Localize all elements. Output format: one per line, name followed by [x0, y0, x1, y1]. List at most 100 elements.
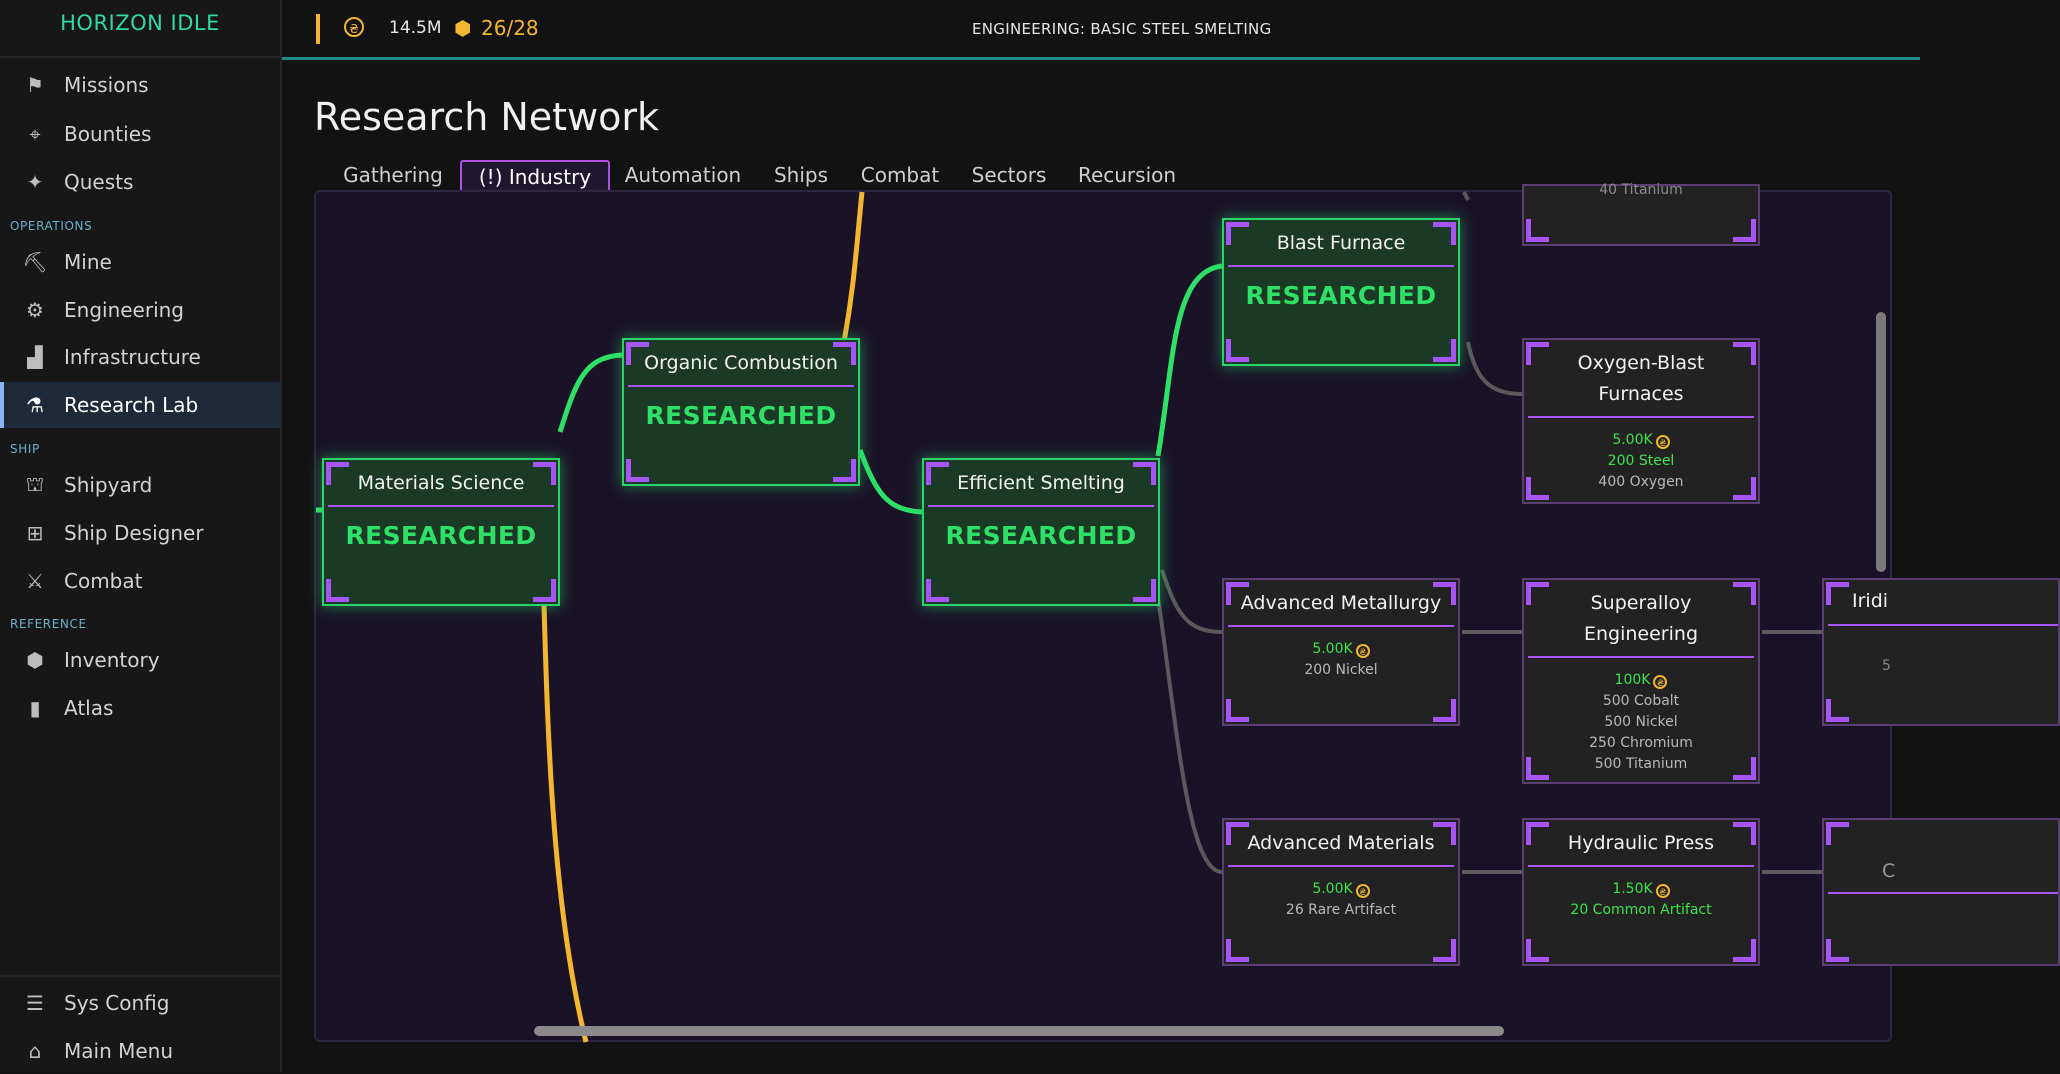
- header-bar: ₴ 14.5M ⬢ 26/28 ENGINEERING: BASIC STEEL…: [282, 0, 1920, 60]
- section-ship: SHIP: [10, 442, 40, 456]
- current-task-status: ENGINEERING: BASIC STEEL SMELTING: [972, 20, 1272, 38]
- section-reference: REFERENCE: [10, 617, 87, 631]
- connector-smelting-metallurgy: [1160, 569, 1223, 634]
- sidebar-item-engineering[interactable]: ⚙ Engineering: [0, 287, 280, 333]
- node-title: Advanced Metallurgy: [1228, 580, 1454, 627]
- requirement: 200 Steel: [1607, 453, 1675, 469]
- research-node-organic-combustion[interactable]: Organic Combustion RESEARCHED: [622, 338, 860, 486]
- sidebar-item-shipyard[interactable]: ⛫ Shipyard: [0, 462, 280, 508]
- credit-cost: 5.00K: [1312, 881, 1353, 897]
- node-status: RESEARCHED: [1245, 281, 1437, 310]
- credits-icon: ₴: [1655, 884, 1670, 898]
- sparkle-icon: ✦: [26, 170, 44, 194]
- requirement: 26 Rare Artifact: [1285, 902, 1397, 918]
- requirement: 400 Oxygen: [1598, 474, 1684, 490]
- tab-combat[interactable]: Combat: [860, 163, 940, 187]
- research-node-blast-furnace[interactable]: Blast Furnace RESEARCHED: [1222, 218, 1460, 366]
- requirement: 500 Cobalt: [1602, 693, 1680, 709]
- research-tree-panel[interactable]: 40 Titanium Materials Science RESEARCHED…: [314, 182, 2060, 1043]
- node-status: RESEARCHED: [645, 401, 837, 430]
- node-title: C: [1882, 860, 1896, 882]
- sidebar-item-combat[interactable]: ⚔ Combat: [0, 558, 280, 604]
- sidebar-item-label: Inventory: [64, 648, 160, 672]
- sidebar-item-label: Combat: [64, 569, 143, 593]
- horizontal-scrollbar-track[interactable]: [316, 1026, 1890, 1040]
- research-node-partial-lower[interactable]: C: [1822, 818, 2060, 966]
- credits-icon: ₴: [1653, 675, 1668, 689]
- credit-cost: 100K: [1614, 672, 1651, 688]
- research-node-advanced-materials[interactable]: Advanced Materials 5.00K₴ 26 Rare Artifa…: [1222, 818, 1460, 966]
- pickaxe-icon: ⛏: [22, 250, 48, 274]
- tab-gathering[interactable]: Gathering: [343, 163, 443, 187]
- node-title: Hydraulic Press: [1528, 820, 1754, 867]
- gear-icon: ⚙: [26, 298, 44, 322]
- research-node-efficient-smelting[interactable]: Efficient Smelting RESEARCHED: [922, 458, 1160, 606]
- node-cost: 100K₴ 500 Cobalt 500 Nickel 250 Chromium…: [1524, 670, 1758, 775]
- sidebar-item-research-lab[interactable]: ⚗ Research Lab: [0, 382, 280, 428]
- connector-organic-smelting: [857, 449, 923, 515]
- sidebar-item-infrastructure[interactable]: ▟ Infrastructure: [0, 334, 280, 380]
- sidebar-item-quests[interactable]: ✦ Quests: [0, 159, 280, 205]
- sidebar-item-atlas[interactable]: ▮ Atlas: [0, 685, 280, 731]
- node-title: Superalloy Engineering: [1528, 580, 1754, 658]
- sidebar-item-label: Bounties: [64, 122, 152, 146]
- sidebar-item-missions[interactable]: ⚑ Missions: [0, 62, 280, 108]
- connector-blast-oxygen: [1466, 341, 1523, 396]
- page-title: Research Network: [314, 95, 660, 139]
- node-divider: [1828, 892, 2058, 894]
- node-cost: 5.00K₴ 200 Nickel: [1224, 639, 1458, 681]
- sidebar-item-label: Shipyard: [64, 473, 153, 497]
- vertical-scrollbar[interactable]: [1876, 312, 1886, 572]
- flask-icon: ⚗: [26, 393, 44, 417]
- sidebar: HORIZON IDLE ⚑ Missions ⌖ Bounties ✦ Que…: [0, 0, 282, 1072]
- connector-smelting-blast: [1155, 263, 1223, 457]
- crosshair-icon: ⌖: [29, 122, 41, 146]
- sidebar-item-label: Mine: [64, 250, 112, 274]
- tab-sectors[interactable]: Sectors: [971, 163, 1047, 187]
- grid-icon: ⊞: [26, 521, 44, 545]
- research-node-materials-science[interactable]: Materials Science RESEARCHED: [322, 458, 560, 606]
- requirement: 200 Nickel: [1304, 662, 1378, 678]
- tab-automation[interactable]: Automation: [624, 163, 742, 187]
- credits-icon: ₴: [1655, 435, 1670, 449]
- sidebar-item-ship-designer[interactable]: ⊞ Ship Designer: [0, 510, 280, 556]
- node-cost: 5.00K₴ 26 Rare Artifact: [1224, 879, 1458, 921]
- sidebar-item-label: Atlas: [64, 696, 114, 720]
- partial-requirement: 5: [1882, 658, 1891, 674]
- research-node-superalloy-engineering[interactable]: Superalloy Engineering 100K₴ 500 Cobalt …: [1522, 578, 1760, 784]
- sidebar-item-main-menu[interactable]: ⌂ Main Menu: [0, 1028, 280, 1074]
- sidebar-item-mine[interactable]: ⛏ Mine: [0, 239, 280, 285]
- requirement: 250 Chromium: [1589, 735, 1693, 751]
- node-title: Materials Science: [328, 460, 554, 507]
- research-node-hydraulic-press[interactable]: Hydraulic Press 1.50K₴ 20 Common Artifac…: [1522, 818, 1760, 966]
- tab-industry[interactable]: (!) Industry: [460, 160, 610, 192]
- node-title: Advanced Materials: [1228, 820, 1454, 867]
- research-node-partial-top[interactable]: 40 Titanium: [1522, 182, 1760, 246]
- node-status: RESEARCHED: [945, 521, 1137, 550]
- requirement: 500 Nickel: [1604, 714, 1678, 730]
- credit-cost: 5.00K: [1612, 432, 1653, 448]
- cargo-icon: ⬢: [454, 16, 472, 40]
- flag-icon: ⚑: [26, 73, 44, 97]
- tab-recursion[interactable]: Recursion: [1077, 163, 1177, 187]
- requirement: 500 Titanium: [1594, 756, 1688, 772]
- tab-ships[interactable]: Ships: [773, 163, 829, 187]
- sidebar-item-label: Ship Designer: [64, 521, 204, 545]
- connector-lines: [316, 191, 1822, 1043]
- node-cost: 1.50K₴ 20 Common Artifact: [1524, 879, 1758, 921]
- research-node-advanced-metallurgy[interactable]: Advanced Metallurgy 5.00K₴ 200 Nickel: [1222, 578, 1460, 726]
- sidebar-item-sys-config[interactable]: ☰ Sys Config: [0, 980, 280, 1026]
- research-node-oxygen-blast-furnaces[interactable]: Oxygen-Blast Furnaces 5.00K₴ 200 Steel 4…: [1522, 338, 1760, 504]
- research-node-iridium-partial[interactable]: Iridi 5: [1822, 578, 2060, 726]
- horizontal-scrollbar-thumb[interactable]: [534, 1026, 1504, 1036]
- book-icon: ▮: [29, 696, 41, 720]
- sidebar-item-bounties[interactable]: ⌖ Bounties: [0, 111, 280, 157]
- cargo-value: 26/28: [481, 16, 539, 40]
- sidebar-item-inventory[interactable]: ⬢ Inventory: [0, 637, 280, 683]
- shipyard-icon: ⛫: [25, 471, 45, 496]
- credits-icon: ₴: [1355, 644, 1370, 658]
- credits-value: 14.5M: [389, 18, 442, 38]
- swords-icon: ⚔: [26, 569, 44, 593]
- node-status: RESEARCHED: [345, 521, 537, 550]
- credits-icon: ₴: [1355, 884, 1370, 898]
